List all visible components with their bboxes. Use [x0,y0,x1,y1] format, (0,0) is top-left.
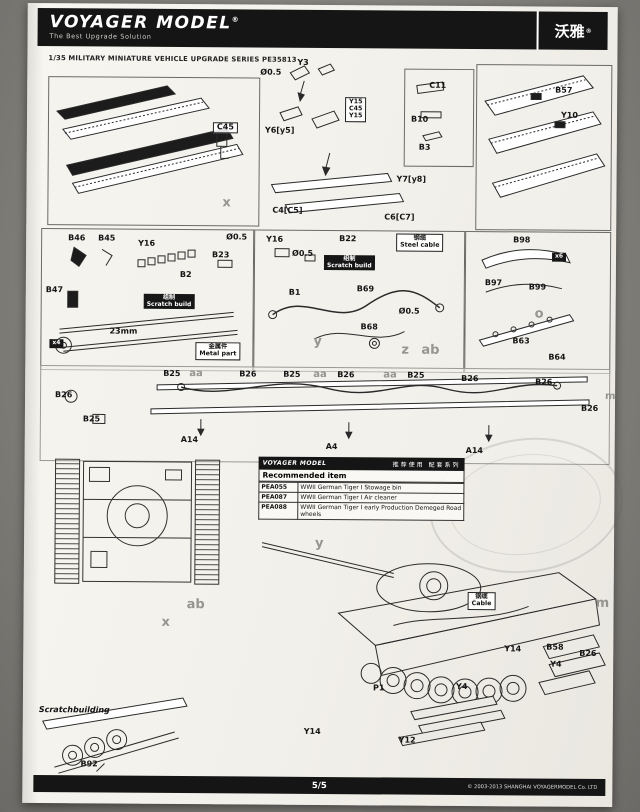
item-desc: WWII German Tiger I early Production Dem… [297,502,464,521]
fender-parts-art [478,249,575,347]
row1-middle-art [259,53,410,226]
section-letter-ab: ab [186,597,205,613]
panel-cable-parts [253,229,466,374]
table-row: PEA088 WWII German Tiger I early Product… [258,502,464,521]
pe-fret-art-right [484,75,606,198]
panel-fender-parts [464,231,612,375]
logo-tagline: The Best Upgrade Solution [49,32,152,42]
tank-top-view-art [54,458,221,585]
recommended-items-table: VOYAGER MODEL 推荐使用 配套系列 Recommended item… [258,456,465,522]
brand-cn-text: 沃雅 [554,22,585,41]
pe-fret-art [56,85,244,194]
brand-cn-box: 沃雅® [536,11,608,50]
header-bar: VOYAGER MODEL® The Best Upgrade Solution… [37,8,608,50]
item-code: PEA088 [258,502,298,520]
scan-stamp-inner-ring [443,444,608,565]
logo-text: VOYAGER MODEL® [49,12,241,34]
panel-pe-frets-left [47,76,261,227]
section-letter-x: x [161,614,170,630]
logo-wordmark: VOYAGER MODEL [49,12,232,34]
cable-parts-art [268,248,445,349]
item-code: PEA087 [258,492,298,503]
footer-bar: 5/5 © 2003-2013 SHANGHAI VOYAGERMODEL Co… [33,775,606,797]
recommended-rows: PEA055 WWII German Tiger I Stowage bin P… [258,482,464,521]
panel-small-parts [403,68,475,168]
recommended-header-cn: 推荐使用 配套系列 [392,461,461,469]
track-assembly-art [34,691,240,780]
parts-b46-art [54,246,238,354]
bracket-parts-art [270,63,405,214]
tank-perspective-view [242,504,609,772]
tank-top-view [45,451,252,592]
instruction-paper: VOYAGER MODEL® The Best Upgrade Solution… [22,2,632,808]
panel-hull-strips [39,365,611,466]
voyager-logo: VOYAGER MODEL® The Best Upgrade Solution [38,12,241,42]
track-assembly-svg [42,697,188,774]
hull-strips-art [64,376,590,443]
small-parts-art [416,81,445,142]
panel-parts-b46 [40,228,255,372]
panel-pe-frets-right [475,64,613,232]
brand-registered-mark: ® [585,27,592,35]
registered-mark: ® [231,15,241,25]
voyager-mini-logo: VOYAGER MODEL [262,459,327,468]
item-code: PEA055 [258,482,298,493]
copyright-text: © 2003-2013 SHANGHAI VOYAGERMODEL Co. LT… [467,783,598,791]
tank-perspective-art [261,542,606,747]
